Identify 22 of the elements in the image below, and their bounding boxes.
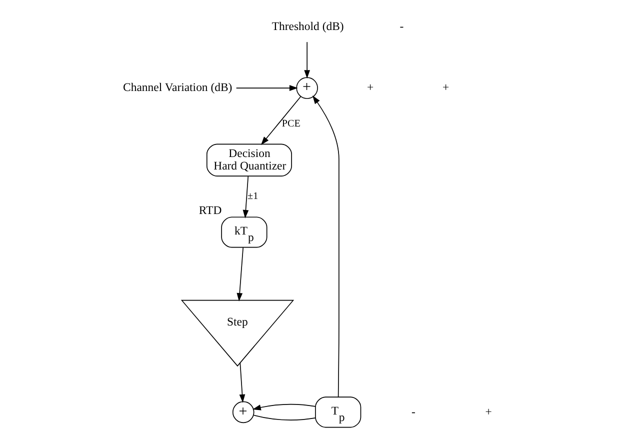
arrow bbox=[242, 176, 248, 218]
arrow bbox=[304, 42, 310, 78]
node-box: Decision Hard Quantizer bbox=[206, 144, 292, 176]
label: + bbox=[484, 405, 492, 418]
connector bbox=[252, 414, 316, 420]
arrow bbox=[260, 96, 301, 146]
label: + bbox=[366, 81, 374, 94]
label: - bbox=[410, 405, 415, 418]
edge-label: ±1 bbox=[247, 191, 258, 202]
node-circle: + bbox=[232, 401, 254, 424]
arrow bbox=[236, 247, 244, 302]
arrow bbox=[235, 85, 298, 91]
arrow bbox=[238, 362, 245, 403]
label: - bbox=[399, 20, 404, 33]
node-text: Threshold (dB) bbox=[271, 20, 344, 33]
arrow bbox=[312, 96, 339, 398]
node-label: RTD bbox=[198, 204, 222, 217]
node-text: Channel Variation (dB) bbox=[122, 81, 232, 94]
label: + bbox=[442, 81, 449, 94]
node-circle: + bbox=[296, 77, 318, 99]
arrow bbox=[252, 404, 316, 410]
edge-label: PCE bbox=[281, 118, 300, 130]
